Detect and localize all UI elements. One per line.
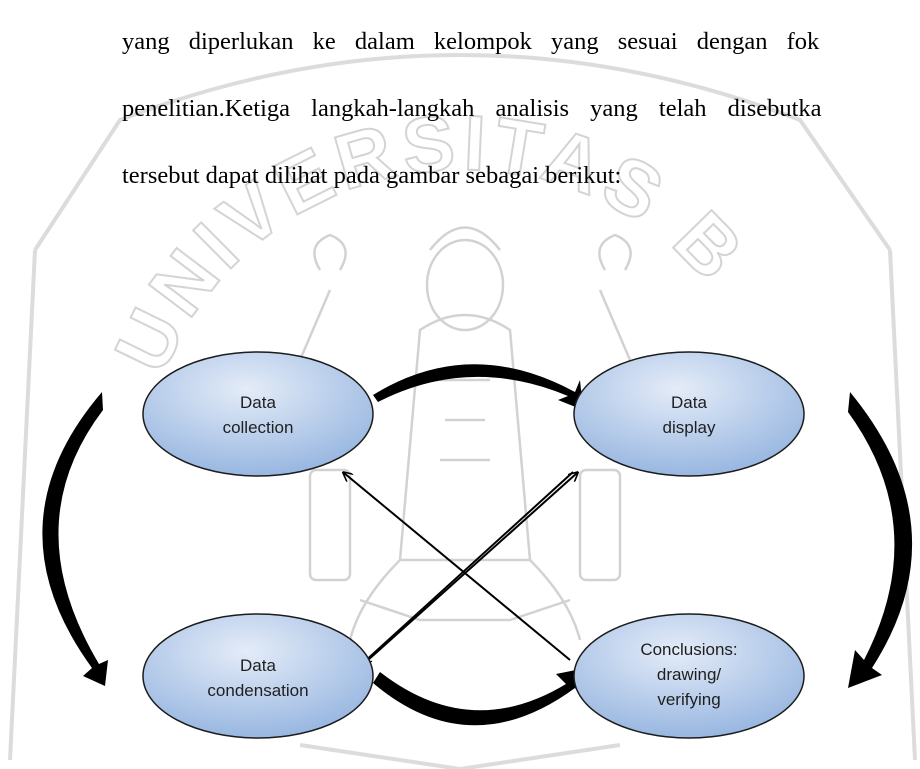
- seal-outline-bottom: [299, 743, 621, 769]
- node-data-collection: Data collection: [142, 351, 374, 477]
- node-conclusions: Conclusions: drawing/ verifying: [573, 613, 805, 739]
- arrow-conclusions-to-collection: [344, 473, 571, 661]
- node-data-collection-label-1: Data: [240, 393, 276, 412]
- node-conclusions-shape: [573, 613, 805, 739]
- node-data-collection-shape: [142, 351, 374, 477]
- node-data-display-label-2: display: [663, 418, 716, 437]
- arrow-condensation-to-conclusions: [373, 668, 586, 726]
- node-data-display-label-1: Data: [671, 393, 707, 412]
- paragraph-line-2: penelitian.Ketiga langkah-langkah analis…: [122, 95, 822, 122]
- node-conclusions-label-1: Conclusions:: [640, 640, 737, 659]
- node-data-display-shape: [573, 351, 805, 477]
- node-data-condensation-label-1: Data: [240, 656, 276, 675]
- node-data-condensation-shape: [142, 613, 374, 739]
- paragraph-line-1: yang diperlukan ke dalam kelompok yang s…: [122, 28, 820, 55]
- node-conclusions-label-2: drawing/: [657, 665, 722, 684]
- paragraph-line-3: tersebut dapat dilihat pada gambar sebag…: [122, 162, 622, 189]
- node-data-collection-label-2: collection: [223, 418, 294, 437]
- arrow-display-to-conclusions: [848, 392, 913, 688]
- node-data-condensation: Data condensation: [142, 613, 374, 739]
- arrow-condensation-to-display: [367, 473, 577, 661]
- seal-outline-left: [8, 249, 37, 761]
- arrow-collection-to-display: [373, 364, 583, 410]
- node-data-display: Data display: [573, 351, 805, 477]
- node-data-condensation-label-2: condensation: [207, 681, 308, 700]
- seal-outline-top: [33, 53, 892, 252]
- arrow-display-to-condensation: [363, 471, 574, 663]
- arrow-collection-to-condensation: [42, 392, 108, 686]
- node-conclusions-label-3: verifying: [657, 690, 720, 709]
